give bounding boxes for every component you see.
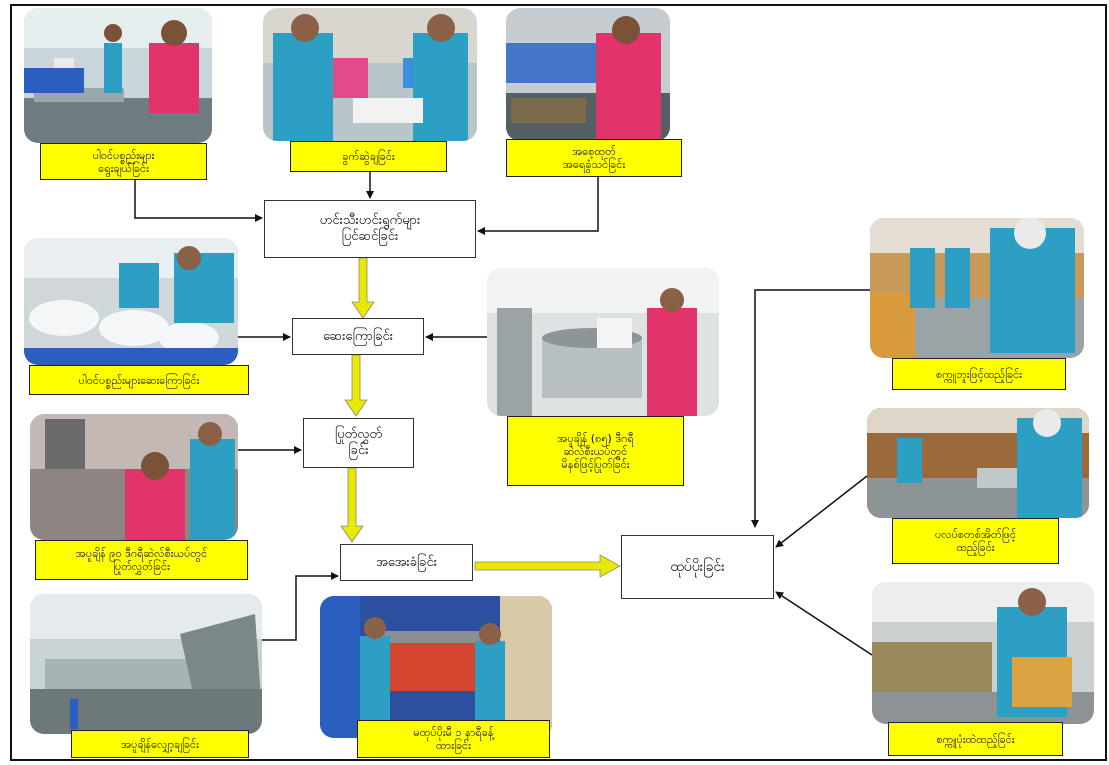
step-steaming: ပြုတ်လွှတ် ခြင်း: [303, 418, 414, 468]
label-steaming: အပူချိန် ၉၀ ဒီဂရီဆဲလ်စီးယပ်တွင် ပြုတ်လွှ…: [35, 540, 248, 580]
photo-cup-filling: [263, 8, 477, 141]
photo-cooling: [30, 594, 262, 734]
photo-washing-ingredients: [24, 238, 238, 365]
photo-steaming: [30, 414, 238, 540]
step-washing: ဆေးကြောခြင်း: [292, 318, 424, 355]
label-cooling: အပူချိန်လျှော့ချခြင်း: [71, 730, 249, 758]
step-packaging: ထုပ်ပိုးခြင်း: [621, 535, 774, 599]
label-plastic-packing: ပလပ်စတစ်အိတ်ဖြင့် ထည့်ခြင်း: [892, 518, 1059, 564]
photo-carton-packing: [872, 582, 1094, 724]
label-peeling: အစေ့ထုတ် အရေခွံသင်ခြင်း: [506, 139, 682, 177]
step-prepare: ဟင်းသီးဟင်းရွက်များ ပြင်ဆင်ခြင်း: [264, 200, 476, 258]
label-boxing: စက္ကူဘူးဖြင့်ထည့်ခြင်း: [892, 358, 1066, 390]
label-cooling-hold: မထုပ်ပိုးမီ ၁ နာရီခန့် ထားခြင်း: [357, 720, 550, 758]
photo-boxing: [870, 218, 1084, 358]
diagram-frame: [10, 4, 1107, 761]
label-ingredient-selection: ပါဝင်ပစ္စည်းများ ရွေးချယ်ခြင်း: [40, 143, 207, 180]
label-cup-filling: ခွက်ဆွဲချခြင်း: [290, 141, 447, 172]
label-boiling: အပူချိန် (၈၅) ဒီဂရီ ဆဲလ်စီးယပ်တွင် မိနစ်…: [507, 416, 684, 486]
photo-plastic-packing: [867, 408, 1089, 518]
photo-peeling: [506, 8, 670, 141]
photo-ingredient-selection: [24, 8, 212, 143]
label-washing-ingredients: ပါဝင်ပစ္စည်းများဆေးကြောခြင်း: [29, 365, 249, 395]
label-carton-packing: စက္ကူပုံးထဲထည့်ခြင်း: [888, 722, 1063, 756]
photo-cooling-hold: [320, 596, 552, 738]
photo-boiling: [487, 268, 719, 416]
step-cooling: အအေးခံခြင်း: [340, 544, 473, 581]
